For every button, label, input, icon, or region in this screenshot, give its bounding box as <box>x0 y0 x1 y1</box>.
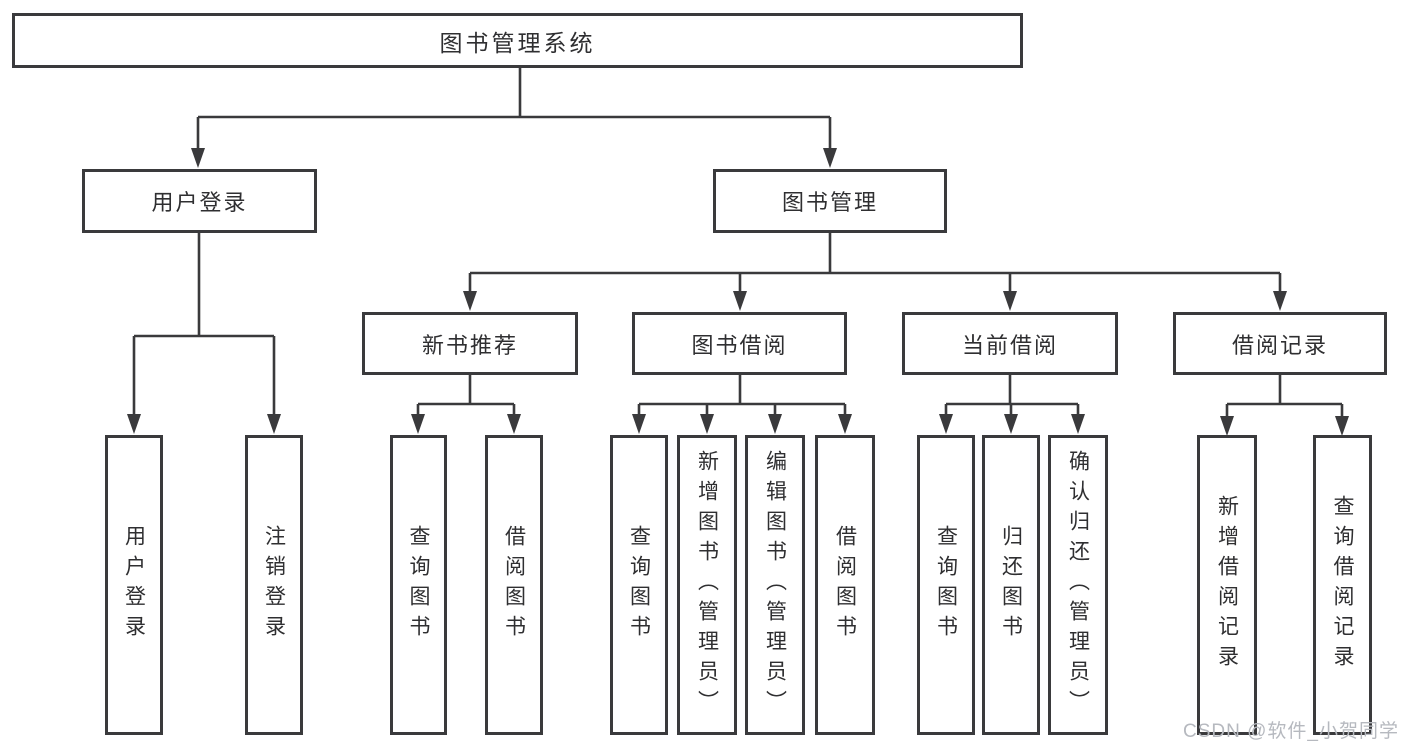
node-label: 用户登录 <box>122 525 146 645</box>
node-label: 借阅记录 <box>1231 332 1328 358</box>
node-newbooks-borrow: 借阅图书 <box>485 435 543 735</box>
node-borrow-borrow: 借阅图书 <box>815 435 875 735</box>
node-label: 图书借阅 <box>691 332 788 358</box>
node-label: 确认归还（管理员） <box>1066 450 1090 720</box>
node-label: 当前借阅 <box>961 332 1058 358</box>
node-label: 借阅图书 <box>502 525 526 645</box>
node-label: 图书管理系统 <box>439 29 596 56</box>
node-current-return: 归还图书 <box>982 435 1040 735</box>
node-label: 归还图书 <box>999 525 1023 645</box>
node-label: 查询借阅记录 <box>1331 495 1354 675</box>
node-current-query: 查询图书 <box>917 435 975 735</box>
node-logout-action: 注销登录 <box>245 435 303 735</box>
node-label: 查询图书 <box>934 525 958 645</box>
node-borrow-query: 查询图书 <box>610 435 668 735</box>
node-borrow-add-admin: 新增图书（管理员） <box>677 435 737 735</box>
node-login-action: 用户登录 <box>105 435 163 735</box>
node-current-borrow: 当前借阅 <box>902 312 1118 375</box>
node-borrow-edit-admin: 编辑图书（管理员） <box>745 435 805 735</box>
node-user-login: 用户登录 <box>82 169 317 233</box>
node-label: 新书推荐 <box>421 332 518 358</box>
node-newbooks-query: 查询图书 <box>390 435 447 735</box>
node-label: 编辑图书（管理员） <box>763 450 787 720</box>
node-label: 新增图书（管理员） <box>695 450 719 720</box>
node-records-add: 新增借阅记录 <box>1197 435 1257 735</box>
node-new-book-recommend: 新书推荐 <box>362 312 578 375</box>
node-label: 用户登录 <box>151 190 248 215</box>
node-label: 图书管理 <box>781 190 878 215</box>
node-label: 注销登录 <box>262 525 286 645</box>
node-book-mgmt: 图书管理 <box>713 169 947 233</box>
node-label: 查询图书 <box>627 525 651 645</box>
node-root: 图书管理系统 <box>12 13 1023 68</box>
csdn-watermark: CSDN @软件_小贺同学 <box>1183 721 1399 742</box>
node-records-query: 查询借阅记录 <box>1313 435 1372 735</box>
node-label: 查询图书 <box>407 525 430 645</box>
node-borrow-records: 借阅记录 <box>1173 312 1387 375</box>
node-label: 新增借阅记录 <box>1215 495 1239 675</box>
node-current-confirm-admin: 确认归还（管理员） <box>1048 435 1108 735</box>
node-book-borrow: 图书借阅 <box>632 312 847 375</box>
node-label: 借阅图书 <box>833 525 857 645</box>
